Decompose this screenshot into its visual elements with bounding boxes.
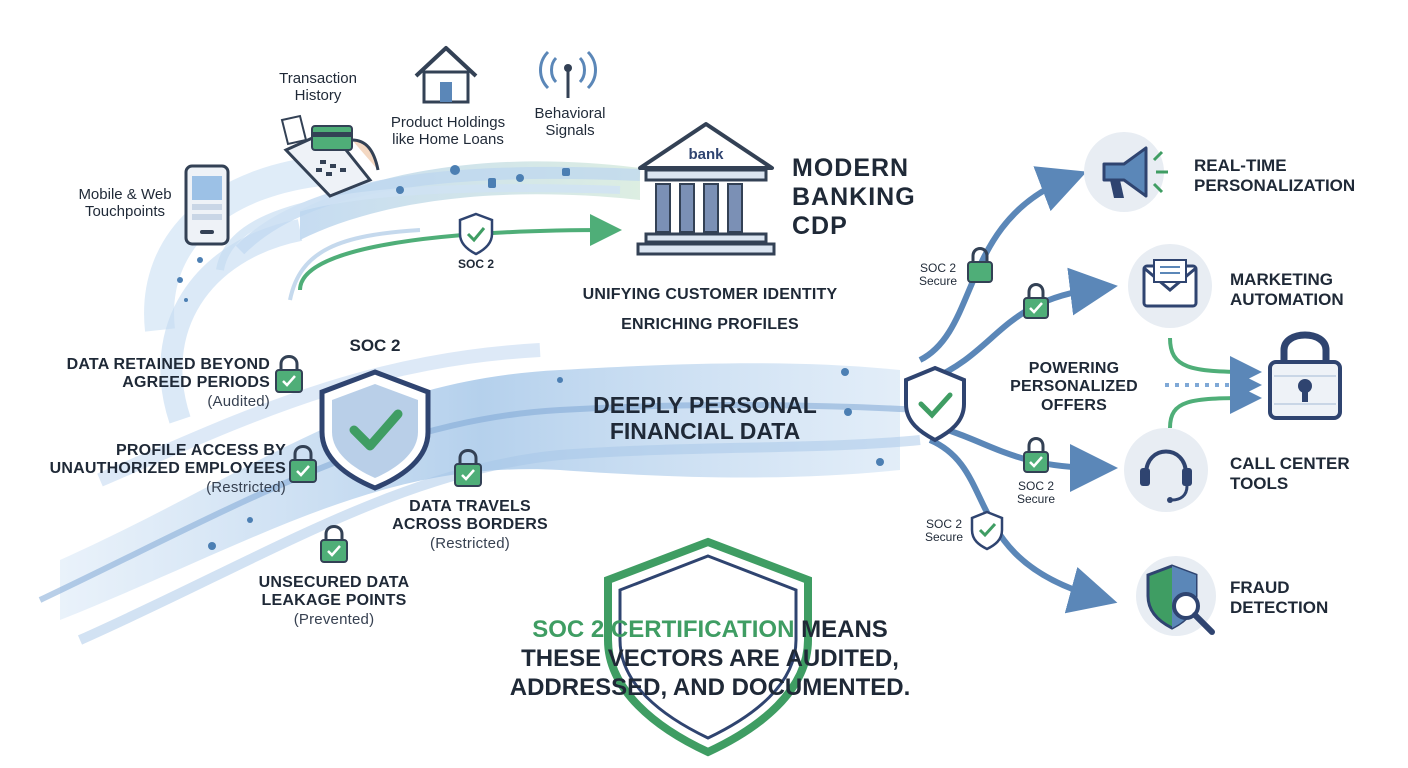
padlock-icon	[1268, 331, 1342, 420]
risk-access-title: PROFILE ACCESS BY UNAUTHORIZED EMPLOYEES	[49, 442, 286, 478]
lock-borders-icon	[454, 449, 482, 487]
cdp-title-line-2: BANKING	[792, 182, 916, 211]
cdp-title-line-1: MODERN	[792, 154, 910, 182]
card-terminal-icon	[280, 114, 380, 198]
risk-retained: DATA RETAINED BEYOND AGREED PERIODS (Aud…	[50, 356, 270, 410]
certification-highlight: SOC 2 CERTIFICATION	[532, 616, 795, 643]
certification-statement: SOC 2 CERTIFICATION MEANS THESE VECTORS …	[500, 616, 920, 702]
home-icon	[414, 46, 478, 104]
certification-rest: MEANS THESE VECTORS ARE AUDITED, ADDRESS…	[509, 616, 911, 701]
transaction-history-label: Transaction History	[279, 70, 357, 105]
soc2-shield-label: SOC 2	[349, 336, 401, 355]
cdp-title-line-3: CDP	[792, 211, 848, 240]
soc2-small-shield-icon	[458, 212, 494, 256]
fraud-detection-icon	[1136, 556, 1216, 636]
output-realtime: REAL-TIME PERSONALIZATION	[1194, 156, 1356, 195]
output-marketing: MARKETING AUTOMATION	[1230, 270, 1344, 309]
unifying-label: UNIFYING CUSTOMER IDENTITY	[582, 286, 838, 303]
lock-upper-icon	[967, 247, 993, 283]
soc2-loop-label: SOC 2	[457, 257, 494, 271]
lock-call-icon	[1023, 437, 1049, 473]
risk-borders: DATA TRAVELS ACROSS BORDERS (Restricted)	[390, 498, 550, 552]
risk-access: PROFILE ACCESS BY UNAUTHORIZED EMPLOYEES…	[46, 442, 286, 496]
risk-borders-status: (Restricted)	[430, 534, 510, 552]
envelope-icon	[1128, 244, 1212, 328]
soc2-secure-upper: SOC 2 Secure	[918, 261, 958, 289]
powering-offers-label: POWERING PERSONALIZED OFFERS	[1010, 360, 1138, 414]
risk-borders-title: DATA TRAVELS ACROSS BORDERS	[392, 498, 548, 534]
output-fraud: FRAUD DETECTION	[1230, 578, 1329, 617]
risk-retained-status: (Audited)	[207, 392, 270, 410]
risk-leakage-status: (Prevented)	[293, 610, 375, 628]
shield-fraud-path-icon	[970, 510, 1004, 551]
headset-icon	[1124, 428, 1208, 512]
soc2-secure-lower: SOC 2 Secure	[924, 517, 964, 545]
lock-connectors	[1165, 337, 1262, 429]
mobile-phone-icon	[184, 164, 230, 246]
signal-tower-icon	[539, 50, 597, 98]
megaphone-icon	[1084, 132, 1168, 212]
cdp-title: MODERN BANKING CDP	[792, 154, 916, 240]
soc2-loop-arrow	[298, 214, 622, 291]
soc2-secure-middle: SOC 2 Secure	[1016, 479, 1056, 507]
lock-leakage-icon	[320, 525, 348, 563]
behavioral-signals-label: Behavioral Signals	[534, 105, 606, 140]
soc2-shield-icon	[319, 369, 431, 491]
lock-marketing-icon	[1023, 283, 1049, 319]
risk-retained-title: DATA RETAINED BEYOND AGREED PERIODS	[66, 356, 270, 392]
stream-shield-icon	[904, 365, 966, 443]
risk-leakage: UNSECURED DATA LEAKAGE POINTS (Prevented…	[254, 574, 414, 628]
stream-title: DEEPLY PERSONAL FINANCIAL DATA	[593, 392, 817, 445]
bank-building-icon	[636, 122, 776, 256]
risk-leakage-title: UNSECURED DATA LEAKAGE POINTS	[258, 574, 410, 610]
risk-access-status: (Restricted)	[206, 478, 286, 496]
data-particles	[177, 165, 884, 550]
enriching-label: ENRICHING PROFILES	[621, 316, 799, 333]
output-callcenter: CALL CENTER TOOLS	[1230, 454, 1350, 493]
mobile-web-label: Mobile & Web Touchpoints	[78, 186, 172, 221]
lock-retained-icon	[275, 355, 303, 393]
bank-sign-label: bank	[688, 146, 724, 163]
product-holdings-label: Product Holdings like Home Loans	[390, 114, 506, 149]
certification-shield-icon	[604, 537, 812, 757]
data-stream-main	[38, 343, 921, 645]
lock-access-icon	[289, 445, 317, 483]
